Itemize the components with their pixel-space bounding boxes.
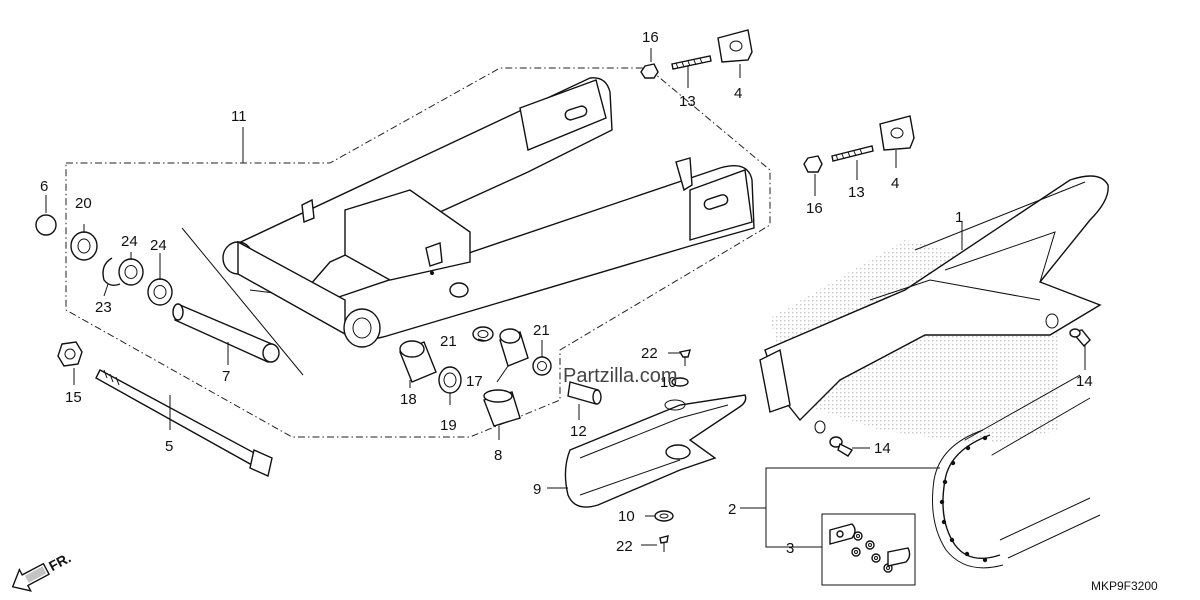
chain-case[interactable] xyxy=(759,175,1109,434)
callout-7: 7 xyxy=(222,368,230,385)
callout-3: 3 xyxy=(786,540,794,557)
callout-13: 13 xyxy=(848,184,865,201)
callout-4: 4 xyxy=(734,85,742,102)
collar-10-top[interactable] xyxy=(671,377,689,387)
diagram-code: MKP9F3200 xyxy=(1091,579,1158,593)
assembly-boundary-swingarm xyxy=(65,67,771,438)
dust-seal-6[interactable] xyxy=(35,214,57,237)
chain-joint-kit[interactable] xyxy=(821,513,916,586)
callout-18: 18 xyxy=(400,391,417,408)
adjuster-bolt-top[interactable] xyxy=(671,55,712,70)
slider-collar-8[interactable] xyxy=(483,389,521,427)
leader-lines xyxy=(45,48,1086,548)
adjuster-bolt-right[interactable] xyxy=(831,145,874,162)
drive-chain[interactable] xyxy=(932,374,1101,569)
callout-22: 22 xyxy=(641,345,658,362)
callout-21: 21 xyxy=(440,333,457,350)
assembly-guide-line xyxy=(181,227,304,376)
chain-adjuster-plate-top[interactable] xyxy=(717,29,753,63)
watermark: Partzilla.com xyxy=(563,365,677,387)
callout-24: 24 xyxy=(150,237,167,254)
callout-14: 14 xyxy=(1076,373,1093,390)
dust-seal-21b[interactable] xyxy=(532,356,552,376)
callout-19: 19 xyxy=(440,417,457,434)
dust-seal-21a[interactable] xyxy=(472,326,494,342)
callout-11: 11 xyxy=(231,108,247,125)
callout-14: 14 xyxy=(874,440,891,457)
callout-10: 10 xyxy=(660,374,677,391)
chain-adjuster-plate-right[interactable] xyxy=(879,115,915,151)
pivot-nut-15[interactable] xyxy=(57,341,83,367)
collar-10-bottom[interactable] xyxy=(654,510,674,522)
pivot-collar-17[interactable] xyxy=(499,328,529,367)
callout-15: 15 xyxy=(65,389,82,406)
radial-bearing-24a[interactable] xyxy=(118,258,144,286)
chain-slider[interactable] xyxy=(564,394,747,508)
radial-bearing-24b[interactable] xyxy=(147,278,173,306)
callout-labels: 1 2 3 4 4 5 6 7 8 9 10 10 11 12 13 13 14… xyxy=(40,29,1093,557)
snap-ring-23[interactable] xyxy=(102,257,121,287)
callout-21: 21 xyxy=(533,322,550,339)
adjuster-nut-right[interactable] xyxy=(803,155,823,173)
callout-8: 8 xyxy=(494,447,502,464)
needle-bearing-18[interactable] xyxy=(399,340,437,383)
chain-case-bolt-lower[interactable] xyxy=(829,436,854,457)
callout-2: 2 xyxy=(728,501,736,518)
callout-6: 6 xyxy=(40,178,48,195)
callout-1: 1 xyxy=(955,209,963,226)
callout-13: 13 xyxy=(679,93,696,110)
callout-10: 10 xyxy=(618,508,635,525)
callout-4: 4 xyxy=(891,175,899,192)
pivot-bolt[interactable] xyxy=(95,369,273,477)
swingarm[interactable] xyxy=(222,77,755,348)
callout-5: 5 xyxy=(165,438,173,455)
chain-case-bolt-right[interactable] xyxy=(1069,328,1091,348)
screw-22-top[interactable] xyxy=(678,349,691,366)
callout-24: 24 xyxy=(121,233,138,250)
slider-collar-12[interactable] xyxy=(567,381,602,405)
front-direction-arrow: FR. xyxy=(11,549,73,592)
callout-16: 16 xyxy=(806,200,823,217)
dust-seal-20[interactable] xyxy=(70,231,98,261)
adjuster-nut-top[interactable] xyxy=(640,63,659,79)
screw-22-bottom[interactable] xyxy=(659,535,669,552)
callout-16: 16 xyxy=(642,29,659,46)
front-label: FR. xyxy=(46,549,73,574)
oil-seal-19[interactable] xyxy=(438,366,462,394)
callout-9: 9 xyxy=(533,481,541,498)
callout-12: 12 xyxy=(570,423,587,440)
callout-23: 23 xyxy=(95,299,112,316)
callout-22: 22 xyxy=(616,538,633,555)
pivot-collar-7[interactable] xyxy=(172,303,280,363)
callout-20: 20 xyxy=(75,195,92,212)
callout-17: 17 xyxy=(466,373,483,390)
